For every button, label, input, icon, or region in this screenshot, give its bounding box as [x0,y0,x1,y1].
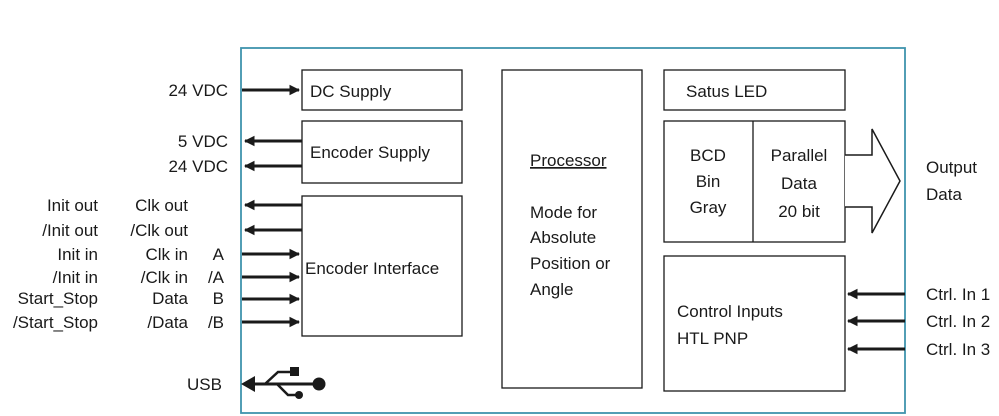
parallel-line: Parallel [771,146,828,165]
parallel-line: Data [781,174,817,193]
format-line: Bin [696,172,721,191]
init-label: /Start_Stop [13,313,98,332]
parallel-line: 20 bit [778,202,820,221]
encoder-interface-block: Encoder Interface [301,195,463,337]
init-label: Init out [47,196,98,215]
ctrl-in-label: Ctrl. In 1 [926,285,990,304]
control-line: HTL PNP [677,329,748,348]
clk-label: Data [152,289,188,308]
output-label: Data [926,185,962,204]
control-line: Control Inputs [677,302,783,321]
output-label: Output [926,158,977,177]
status-led-block: Satus LED [663,69,846,111]
processor-block: Processor Mode for Absolute Position or … [501,69,643,389]
processor-line: Absolute [530,228,596,247]
output-format-block: BCD Bin Gray Parallel Data 20 bit [663,120,846,243]
clk-label: Clk out [135,196,188,215]
channel-label: A [213,245,225,264]
ctrl-in-label: Ctrl. In 2 [926,312,990,331]
processor-line: Mode for [530,203,597,222]
channel-label: /A [208,268,225,287]
clk-label: /Data [147,313,188,332]
dc-supply-block: DC Supply [301,69,463,111]
format-line: Gray [690,198,727,217]
clk-label: /Clk out [130,221,188,240]
status-led-label: Satus LED [686,82,767,101]
channel-label: B [213,289,224,308]
supply-24v-label: 24 VDC [168,157,228,176]
encoder-supply-label: Encoder Supply [310,143,431,162]
encoder-supply-block: Encoder Supply [301,120,463,184]
usb-label: USB [187,375,222,394]
processor-line: Position or [530,254,611,273]
usb-icon [241,367,326,399]
processor-title: Processor [530,151,607,170]
clk-label: Clk in [145,245,188,264]
device-frame [240,47,906,414]
ctrl-in-label: Ctrl. In 3 [926,340,990,359]
dc-supply-label: DC Supply [310,82,392,101]
encoder-interface-label: Encoder Interface [305,259,439,278]
init-label: /Init out [42,221,98,240]
control-inputs-block: Control Inputs HTL PNP [663,255,846,392]
init-label: Init in [57,245,98,264]
format-line: BCD [690,146,726,165]
processor-line: Angle [530,280,573,299]
dc-input-label: 24 VDC [168,81,228,100]
clk-label: /Clk in [141,268,188,287]
init-label: /Init in [53,268,98,287]
init-label: Start_Stop [18,289,98,308]
supply-5v-label: 5 VDC [178,132,228,151]
hollow-arrow-icon [845,128,901,234]
channel-label: /B [208,313,224,332]
